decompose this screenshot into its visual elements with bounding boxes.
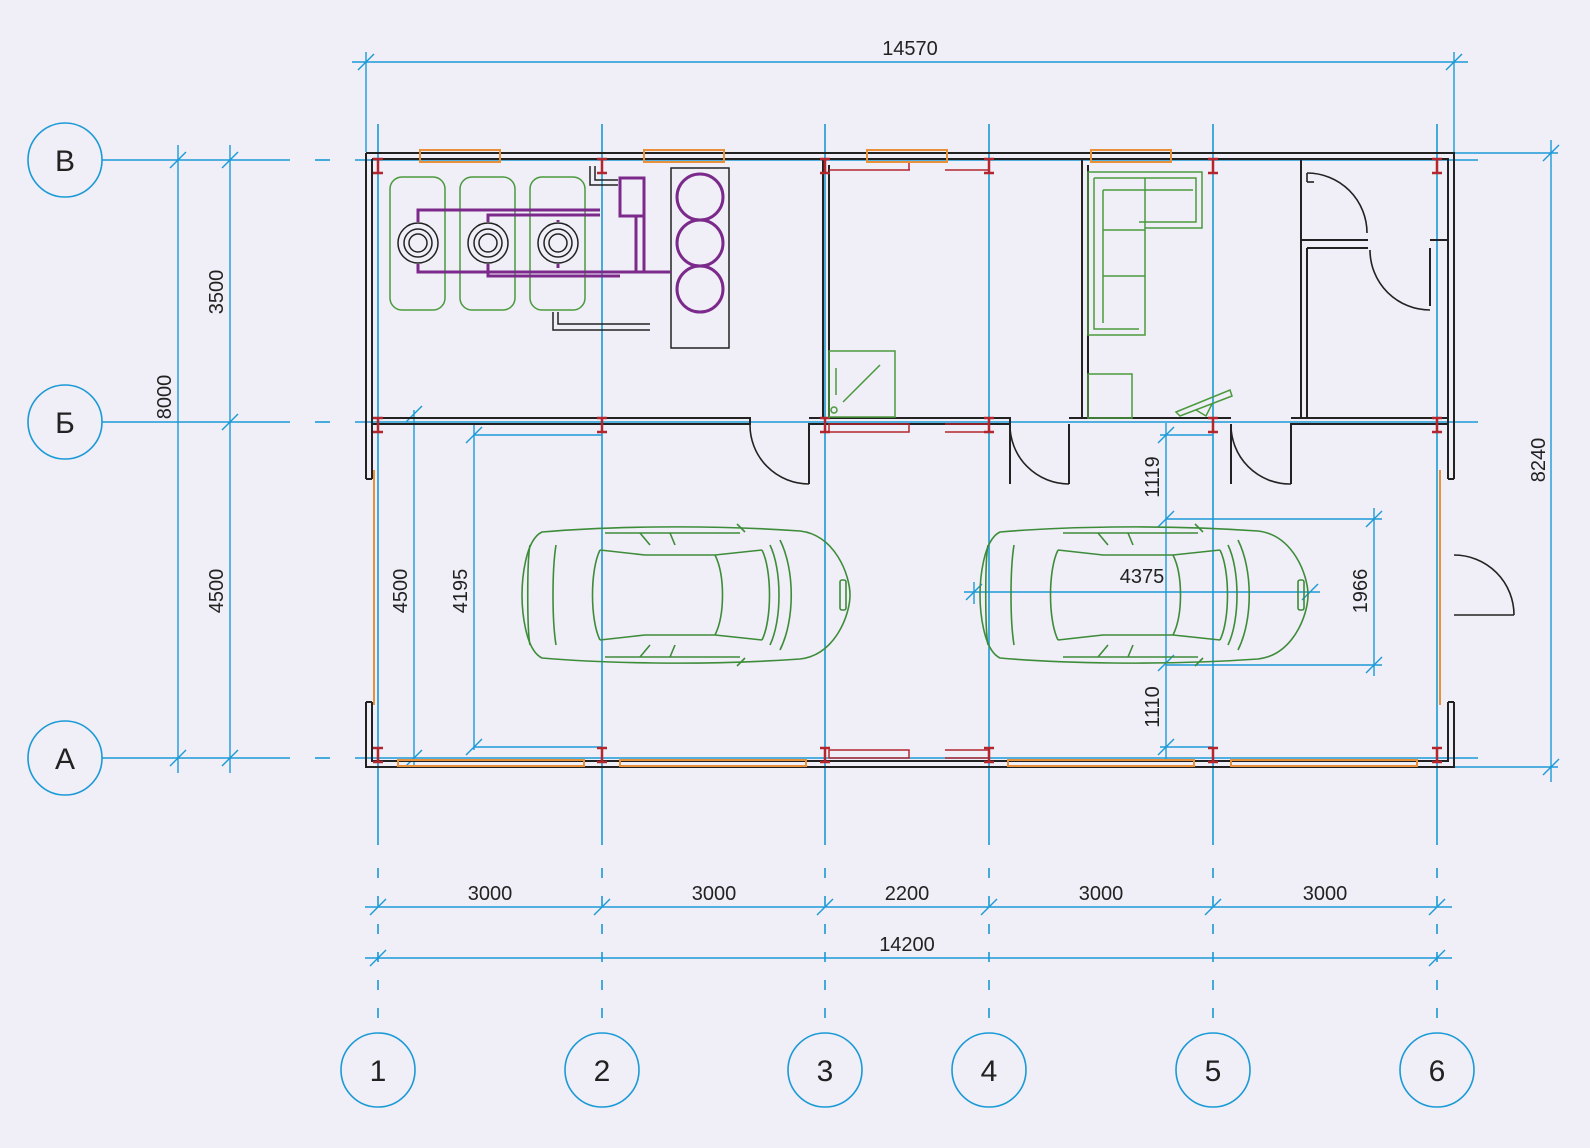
axis-label-3: 3 <box>817 1055 834 1088</box>
dim-clearance-top: 1119 <box>1142 456 1164 498</box>
car-left <box>521 523 851 667</box>
car-right <box>979 523 1309 667</box>
shower-icon <box>828 350 896 418</box>
axis-marker-b: Б <box>27 384 103 460</box>
boiler-icon <box>389 166 730 349</box>
dim-span-5: 3000 <box>1303 883 1348 905</box>
axis-label-4: 4 <box>981 1055 998 1088</box>
axis-marker-3: 3 <box>787 1032 863 1108</box>
dim-car-length: 4375 <box>1120 566 1165 588</box>
column-marks <box>373 157 1442 764</box>
door-icon <box>749 172 1515 616</box>
axis-marker-6: 6 <box>1399 1032 1475 1108</box>
axis-marker-1: 1 <box>340 1032 416 1108</box>
axis-label-2: 2 <box>594 1055 611 1088</box>
axis-marker-numbers: 1 2 3 4 5 6 <box>340 1032 1475 1108</box>
dim-span-1: 3000 <box>468 883 513 905</box>
dimension-labels: 14570 8240 8000 3500 4500 4500 4195 1119… <box>154 38 1550 956</box>
dim-span-4: 3000 <box>1079 883 1124 905</box>
dim-bay-4195: 4195 <box>450 569 472 614</box>
axis-marker-letters: В Б А <box>27 122 103 796</box>
axis-label-b: Б <box>55 407 75 440</box>
dim-bottom-total: 14200 <box>879 934 935 956</box>
dim-overall-right: 8240 <box>1528 438 1550 483</box>
axis-marker-5: 5 <box>1175 1032 1251 1108</box>
windows <box>373 149 1441 767</box>
dim-overall-top: 14570 <box>882 38 938 60</box>
sofa-icon <box>1087 171 1233 419</box>
axis-marker-a: А <box>27 720 103 796</box>
dim-bay-4500: 4500 <box>390 569 412 614</box>
dim-clearance-bottom: 1110 <box>1142 686 1164 728</box>
axis-label-a: А <box>55 743 75 776</box>
axis-marker-v: В <box>27 122 103 198</box>
dim-left-upper: 3500 <box>206 270 228 315</box>
walls <box>365 152 1455 768</box>
dim-left-lower: 4500 <box>206 569 228 614</box>
car-icon <box>521 523 1309 667</box>
dim-car-width: 1966 <box>1350 569 1372 614</box>
dim-span-2: 3000 <box>692 883 737 905</box>
axis-marker-2: 2 <box>564 1032 640 1108</box>
dim-span-3: 2200 <box>885 883 930 905</box>
axis-label-v: В <box>55 145 75 178</box>
axis-label-5: 5 <box>1205 1055 1222 1088</box>
columns <box>373 157 1442 764</box>
dimension-lines <box>169 52 1560 967</box>
axis-label-1: 1 <box>370 1055 387 1088</box>
dim-left-total: 8000 <box>154 375 176 420</box>
axis-marker-4: 4 <box>951 1032 1027 1108</box>
axis-label-6: 6 <box>1429 1055 1446 1088</box>
